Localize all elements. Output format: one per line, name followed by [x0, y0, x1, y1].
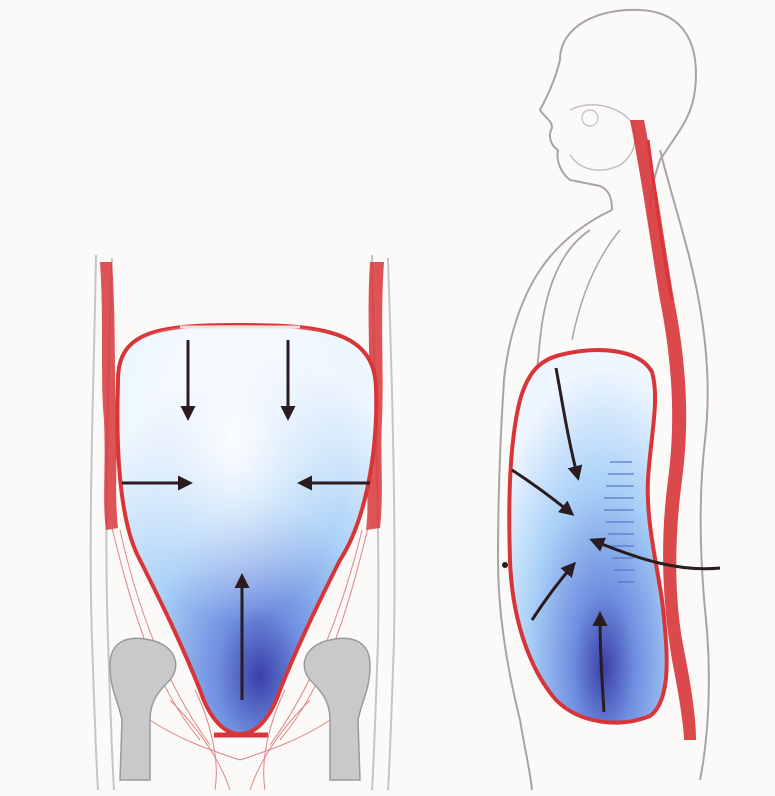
- abdominal-cavity-side: [509, 350, 666, 722]
- navel-marker: [502, 562, 508, 568]
